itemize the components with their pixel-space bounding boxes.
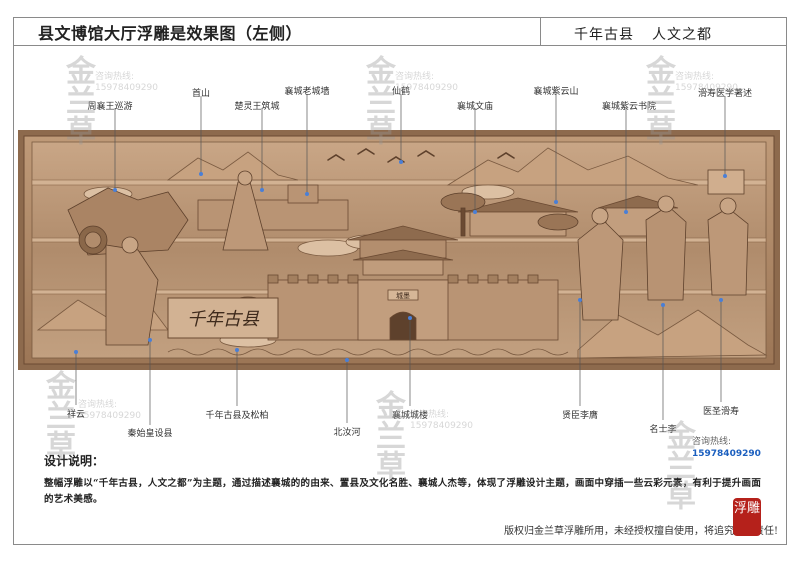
drawing-sheet-border [13,17,787,545]
relief-inscription: 千年古县 [187,309,260,330]
callout-cranes: 仙鹤 [391,87,411,97]
contact-bottom: 咨询热线: 15978409290 [692,436,761,460]
callout-li-ying: 贤臣李膺 [561,411,599,421]
contact-bottom-phone: 15978409290 [692,449,761,459]
relief-figures-right [577,169,749,321]
design-notes-heading: 设计说明： [44,454,105,468]
header-separator [13,45,787,46]
contact-bottom-label: 咨询热线: [692,437,732,447]
callout-scholar-li: 名士李 [649,425,677,435]
callout-beiru-river: 北汝河 [333,428,361,438]
relief-gate-plaque: 城墨 [396,292,410,300]
callout-shou-shan: 首山 [191,89,211,99]
callout-auspicious-clouds: 祥云 [66,410,86,420]
page-title: 县文博馆大厅浮雕是效果图（左侧） [38,24,303,43]
callout-confucian-temple: 襄城文庙 [456,102,494,112]
header-divider [540,17,541,45]
slogan-right: 人文之都 [652,27,712,43]
relief-city-wall [267,274,559,341]
callout-ziyun-mountain: 襄城紫云山 [533,87,579,97]
relief-gate-tower [347,225,459,276]
brand-seal: 浮雕 [733,498,761,536]
relief-figures-left [67,170,269,346]
callout-hua-shou-writings: 滑寿医学著述 [697,89,753,99]
copyright-notice: 版权归金兰草浮雕所用，未经授权擅自使用，将追究法律责任! [503,526,778,537]
slogan-left: 千年古县 [574,27,634,43]
callout-ancient-county-pines: 千年古县及松柏 [205,411,269,421]
callout-qin-shi-huang: 秦始皇设县 [127,429,173,439]
design-notes-body: 整幅浮雕以“千年古县，人文之都”为主题，通过描述襄城的的由来、置县及文化名胜、襄… [44,478,762,505]
slogan: 千年古县 人文之都 [574,24,712,44]
relief-panel: 城墨 [18,130,780,370]
callout-hua-shou: 医圣滑寿 [702,407,740,417]
callout-city-gate-tower: 襄城城楼 [391,411,429,421]
relief-river [167,348,569,356]
callout-old-city-wall: 襄城老城墙 [284,87,330,97]
callout-ziyun-academy: 襄城紫云书院 [601,102,657,112]
relief-old-wall [197,184,349,231]
relief-cranes [327,148,515,163]
callout-chu-ling-wang: 楚灵王筑城 [234,102,280,112]
relief-inscription-plaque [167,297,279,339]
callout-zhou-xiang-wang: 周襄王巡游 [87,102,133,112]
